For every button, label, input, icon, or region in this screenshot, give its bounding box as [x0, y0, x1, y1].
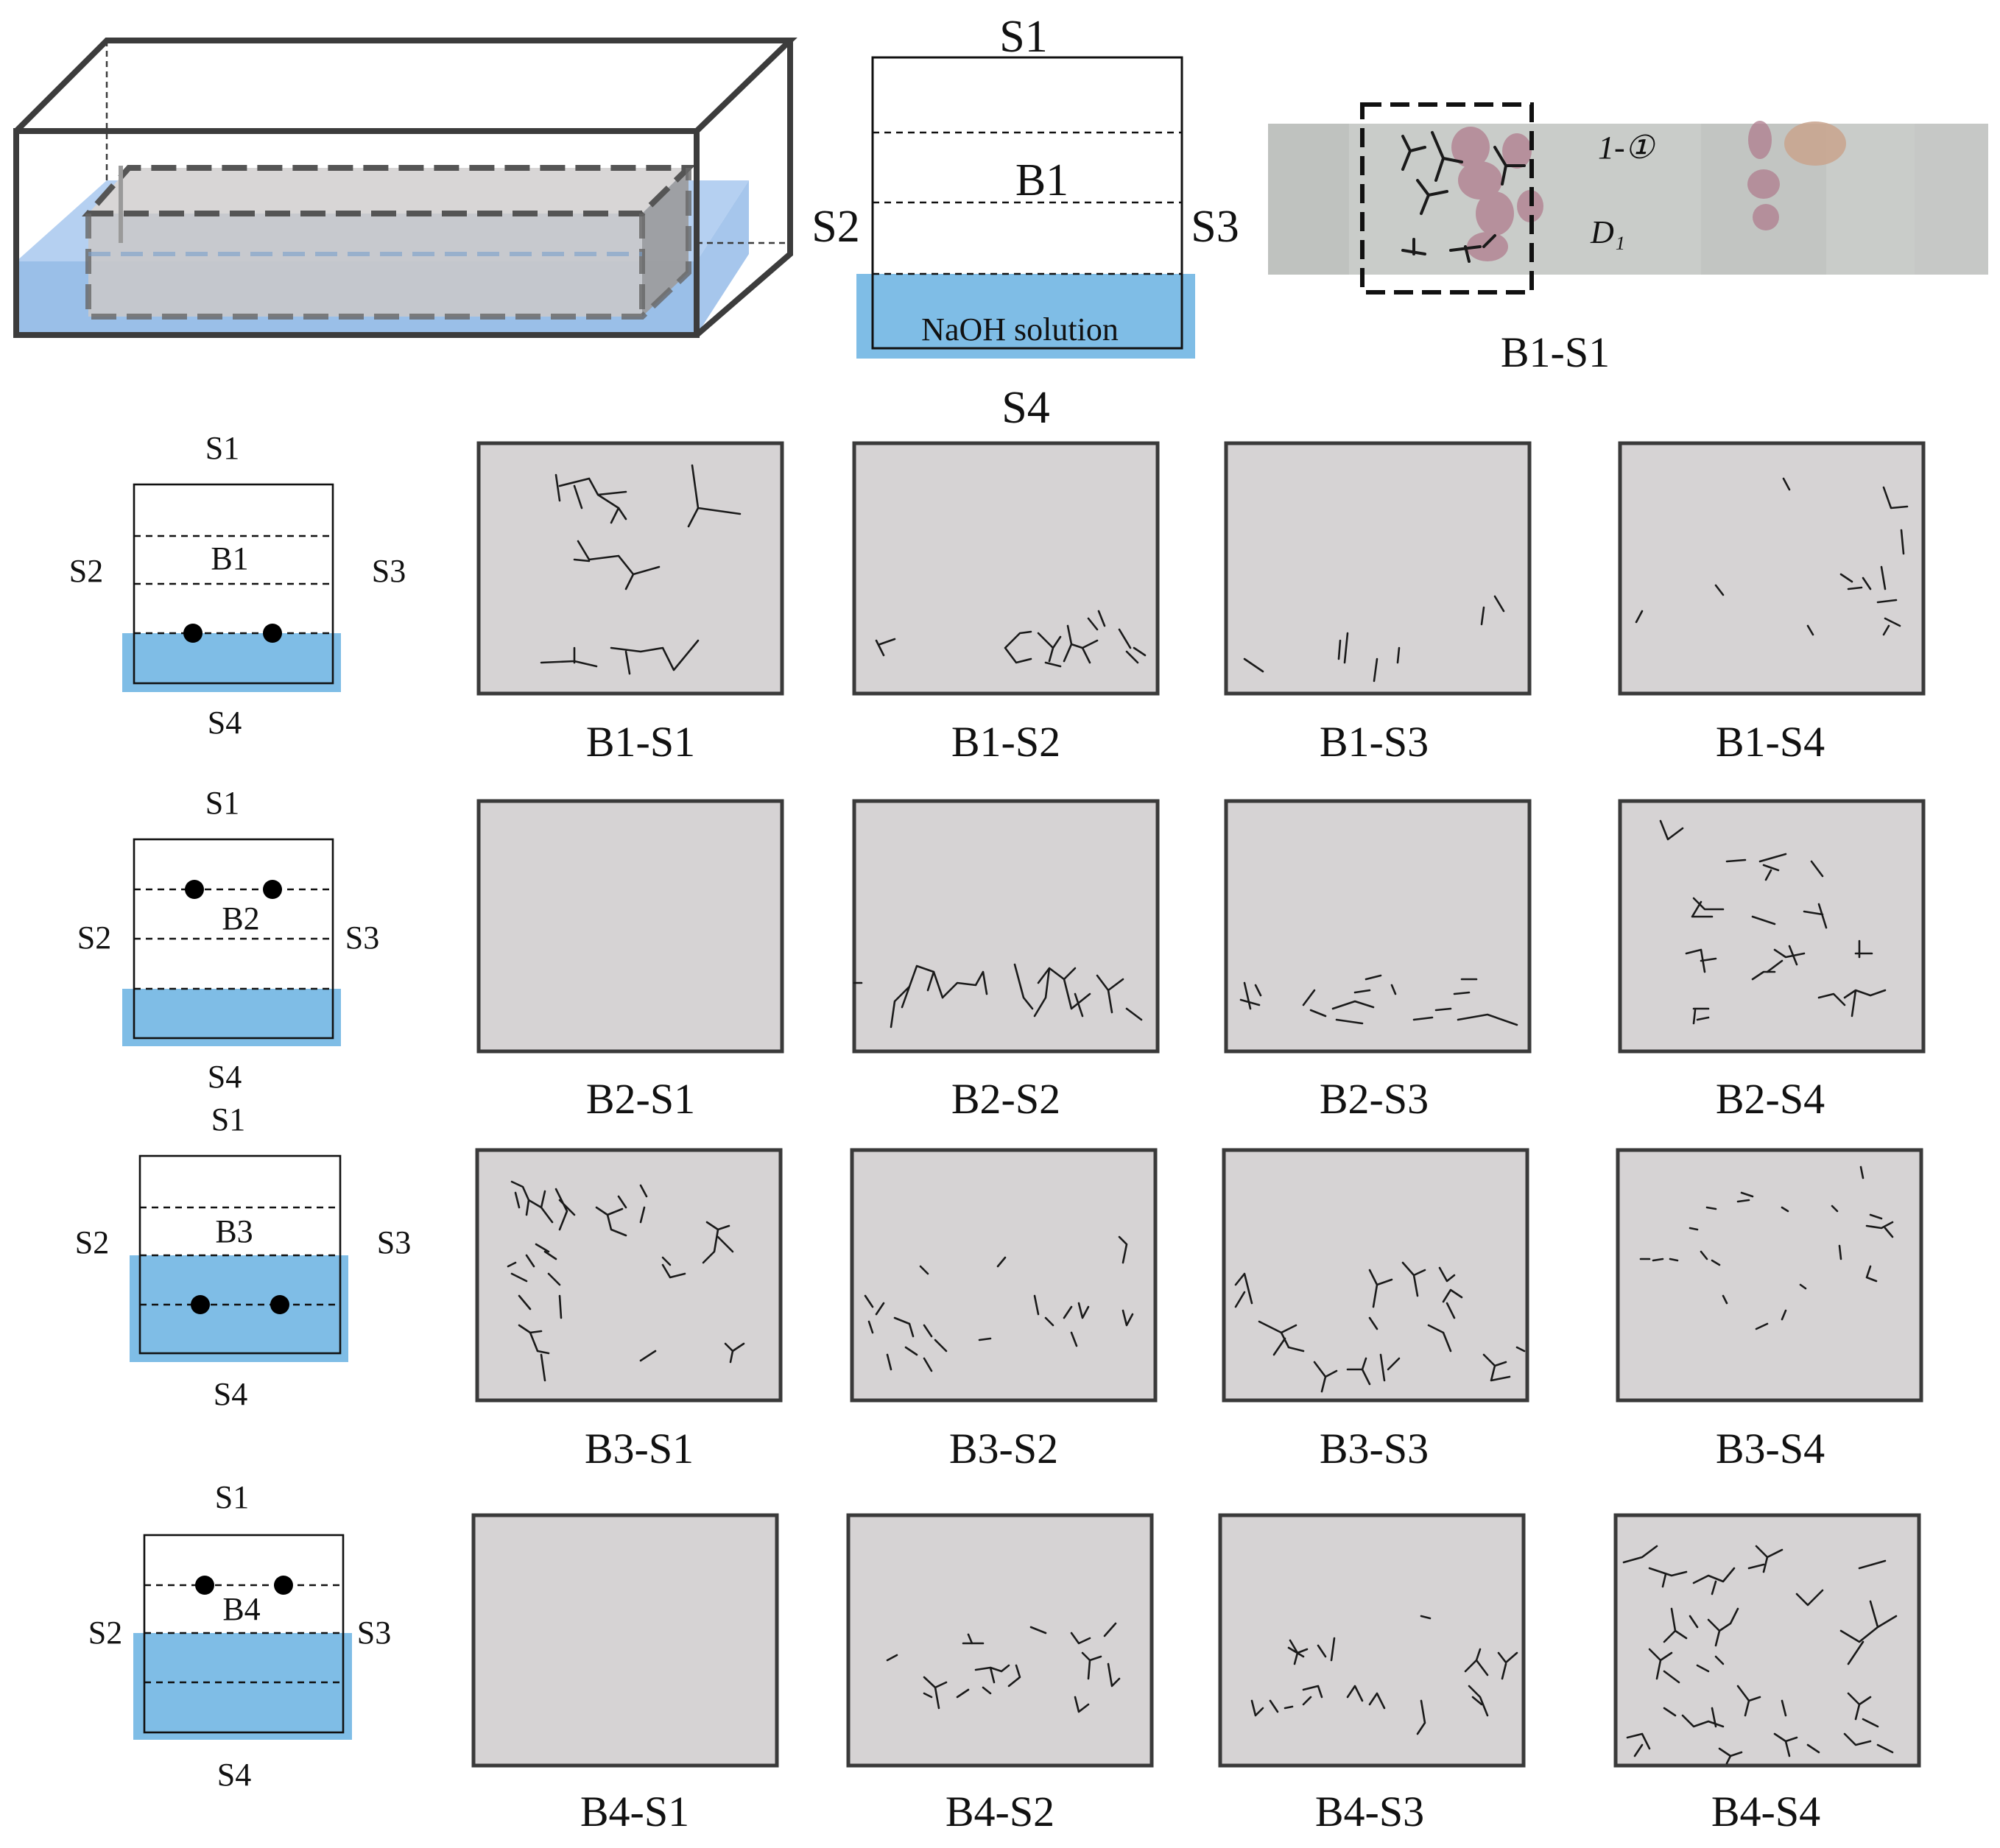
- panel-b2-s1: B2-S1: [476, 799, 784, 1123]
- label-s1: S1: [205, 430, 239, 466]
- panel-caption: B3-S1: [585, 1425, 694, 1473]
- sensor-dot: [263, 624, 282, 643]
- panel-b3-s2: B3-S2: [850, 1148, 1158, 1473]
- photo-mark-2: D₁: [1590, 214, 1625, 250]
- purple-stains: [1451, 121, 1780, 261]
- label-s3: S3: [1191, 202, 1239, 252]
- panel-caption: B1-S4: [1716, 718, 1825, 766]
- label-s1: S1: [999, 12, 1047, 62]
- specimen-photo: 1-① D₁ B1-S1: [1268, 102, 1988, 376]
- label-s1: S1: [215, 1479, 249, 1515]
- sensor-dot: [270, 1295, 289, 1314]
- label-s4: S4: [208, 705, 242, 741]
- schematic-b3: S1 B3 S2 S3 S4: [75, 1101, 411, 1412]
- highlight-box: [1360, 102, 1534, 295]
- panel-caption: B4-S4: [1711, 1788, 1820, 1835]
- tank-3d-illustration: [13, 38, 797, 338]
- label-s4: S4: [217, 1757, 251, 1793]
- panel-b2-s2: B2-S2: [852, 799, 1160, 1123]
- panel-caption: B2-S3: [1320, 1075, 1429, 1123]
- label-beam: B2: [222, 900, 259, 937]
- sensor-dot: [274, 1576, 293, 1595]
- panel-b1-s1: B1-S1: [476, 441, 784, 766]
- panel-caption: B4-S2: [946, 1788, 1054, 1835]
- sensor-dot: [185, 880, 204, 899]
- panel-caption: B2-S2: [951, 1075, 1060, 1123]
- label-s4: S4: [214, 1376, 247, 1412]
- panel-b1-s4: B1-S4: [1618, 441, 1926, 766]
- schematic-b4: S1 B4 S2 S3 S4: [88, 1479, 391, 1793]
- panel-caption: B3-S2: [949, 1425, 1058, 1473]
- specimen-block: [82, 165, 696, 320]
- panel-b3-s3: B3-S3: [1222, 1148, 1529, 1473]
- crack-map: [1635, 477, 1909, 636]
- cross-section-diagram: S1 B1 S2 S3 NaOH solution S4: [811, 12, 1239, 433]
- panel-b1-s2: B1-S2: [852, 441, 1160, 766]
- crack-map: [1250, 1615, 1518, 1735]
- crack-map: [1659, 819, 1887, 1025]
- panel-caption: B1-S1: [586, 718, 695, 766]
- label-s1: S1: [205, 785, 239, 821]
- label-s4: S4: [208, 1059, 242, 1095]
- schematic-b1: S1 B1 S2 S3 S4: [69, 430, 406, 741]
- photo-caption: B1-S1: [1501, 328, 1610, 376]
- crack-map: [540, 464, 742, 675]
- panel-caption: B4-S1: [580, 1788, 689, 1835]
- label-s2: S2: [77, 920, 111, 956]
- crack-map: [886, 1622, 1121, 1713]
- schematic-b2: S1 B2 S2 S3 S4: [77, 785, 379, 1095]
- crack-map: [864, 1235, 1134, 1372]
- crack-map: [1639, 1165, 1894, 1330]
- panel-b4-s2: B4-S2: [846, 1513, 1154, 1835]
- panel-caption: B2-S4: [1716, 1075, 1825, 1123]
- panel-b4-s1: B4-S1: [471, 1513, 779, 1835]
- panel-caption: B1-S3: [1320, 718, 1429, 766]
- panel-b2-s3: B2-S3: [1224, 799, 1532, 1123]
- panel-b3-s1: B3-S1: [475, 1148, 783, 1473]
- label-beam: B1: [211, 540, 248, 576]
- label-s1: S1: [211, 1101, 245, 1138]
- crack-map: [1234, 1261, 1526, 1393]
- panel-b3-s4: B3-S4: [1616, 1148, 1923, 1473]
- sensor-dot: [191, 1295, 210, 1314]
- panel-caption: B3-S4: [1716, 1425, 1825, 1473]
- label-beam: B3: [215, 1213, 253, 1249]
- panel-caption: B3-S3: [1320, 1425, 1429, 1473]
- panel-caption: B2-S1: [586, 1075, 695, 1123]
- crack-map: [1239, 974, 1518, 1026]
- label-s3: S3: [377, 1224, 411, 1260]
- panel-b1-s3: B1-S3: [1224, 441, 1532, 766]
- sensor-dot: [183, 624, 203, 643]
- label-s3: S3: [372, 553, 406, 589]
- crack-map: [507, 1180, 745, 1382]
- panel-b4-s4: B4-S4: [1613, 1513, 1921, 1835]
- panel-caption: B4-S3: [1315, 1788, 1424, 1835]
- label-beam: B1: [1015, 155, 1068, 205]
- label-s2: S2: [75, 1224, 109, 1260]
- label-s2: S2: [88, 1615, 122, 1651]
- photo-mark-1: 1-①: [1598, 130, 1656, 166]
- crack-map: [853, 963, 1143, 1029]
- label-s3: S3: [357, 1615, 391, 1651]
- label-s2: S2: [69, 553, 103, 589]
- panel-b4-s3: B4-S3: [1218, 1513, 1526, 1835]
- crack-map: [1622, 1545, 1898, 1765]
- label-s3: S3: [345, 920, 379, 956]
- panel-caption: B1-S2: [951, 718, 1060, 766]
- label-beam: B4: [222, 1591, 260, 1627]
- solution-label: NaOH solution: [921, 311, 1119, 348]
- photo-cracks: [1401, 131, 1526, 263]
- crack-map: [875, 610, 1147, 668]
- label-s4: S4: [1001, 383, 1049, 433]
- panel-b2-s4: B2-S4: [1618, 799, 1926, 1123]
- sensor-dot: [263, 880, 282, 899]
- label-s2: S2: [811, 202, 859, 252]
- crack-map: [1243, 595, 1505, 683]
- sensor-dot: [195, 1576, 214, 1595]
